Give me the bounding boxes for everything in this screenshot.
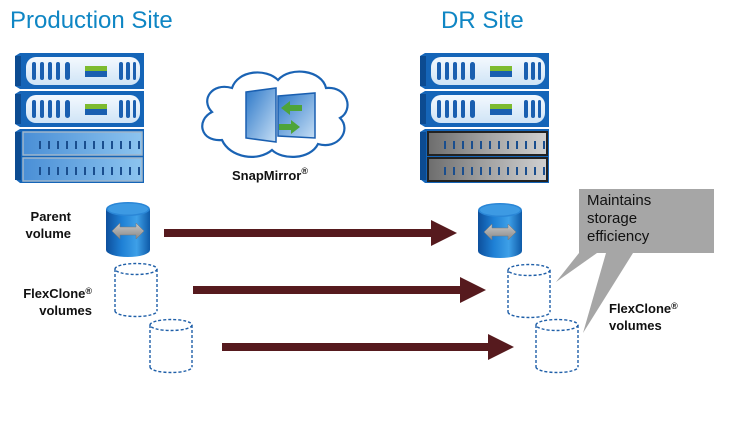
dr-storage-system-icon (420, 53, 549, 183)
production-storage-system-icon (15, 53, 144, 183)
replication-arrow (164, 220, 457, 246)
callout-line: efficiency (587, 228, 650, 245)
registered-mark: ® (85, 286, 92, 296)
dr-parent-volume-icon (477, 202, 523, 259)
parent-volume-label-line: volume (25, 226, 71, 241)
parent-volume-label: Parent volume (25, 208, 71, 242)
dr-flexclone-label: FlexClone® volumes (609, 300, 678, 334)
callout-text: Maintains storage efficiency (587, 192, 651, 246)
snapmirror-label-text: SnapMirror (232, 168, 302, 183)
flexclone-label-text: FlexClone (23, 286, 86, 301)
replication-arrow (222, 334, 514, 360)
flexclone-label-line: FlexClone® (23, 285, 92, 302)
dr-flexclone-volume-icon (507, 263, 551, 319)
parent-volume-icon (105, 201, 151, 258)
flexclone-label-text: FlexClone (609, 301, 672, 316)
callout-box (556, 189, 714, 333)
registered-mark: ® (671, 301, 678, 311)
flexclone-label-line: volumes (39, 303, 92, 318)
snapmirror-cloud-icon (201, 70, 349, 158)
dr-site-title: DR Site (441, 7, 524, 34)
snapmirror-label: SnapMirror® (232, 166, 308, 183)
callout-line: storage (587, 210, 638, 227)
production-site-title: Production Site (10, 7, 173, 34)
production-flexclone-label: FlexClone® volumes (23, 285, 92, 319)
flexclone-volume-icon (149, 318, 193, 374)
flexclone-label-line: FlexClone® (609, 300, 678, 317)
parent-volume-label-line: Parent (30, 209, 71, 224)
registered-mark: ® (301, 166, 308, 176)
replication-arrow (193, 277, 486, 303)
flexclone-volume-icon (114, 262, 158, 318)
callout-line: Maintains (587, 192, 652, 209)
dr-flexclone-volume-icon (535, 318, 579, 374)
flexclone-label-line: volumes (609, 318, 662, 333)
